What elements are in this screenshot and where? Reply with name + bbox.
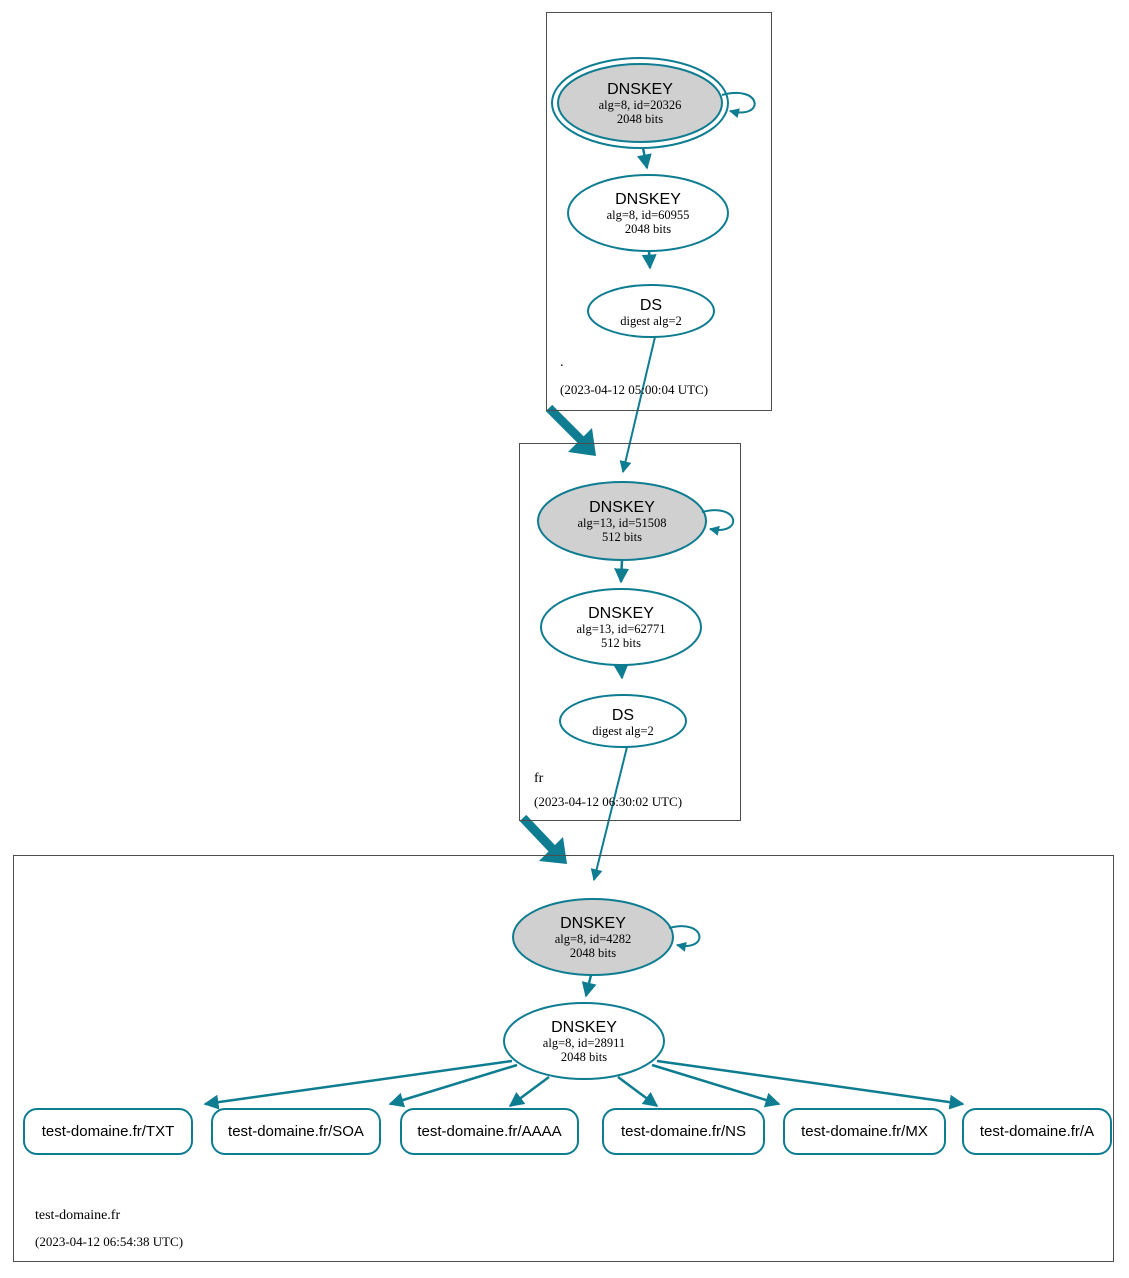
rrset-node-ns[interactable]: test-domaine.fr/NS (602, 1108, 765, 1155)
edge-td-ksk-to-zsk (581, 974, 597, 998)
node-td-zsk (503, 1002, 665, 1080)
edge-root-zsk-to-ds (641, 250, 657, 270)
edge-fr-ksk-selfsign (701, 509, 735, 536)
edge-td-zsk-to-rr-a (656, 1059, 965, 1110)
edge-td-zsk-to-rr-ns (617, 1075, 659, 1108)
edge-td-zsk-to-rr-mx (651, 1063, 781, 1108)
zone-timestamp-root: (2023-04-12 05:00:04 UTC) (560, 382, 709, 397)
node-root-zsk (567, 174, 729, 252)
edge-fr-ds-to-td-ksk (590, 746, 628, 882)
zone-timestamp-test-domaine: (2023-04-12 06:54:38 UTC) (35, 1234, 184, 1249)
edge-delegation-fr-to-test-domaine (519, 814, 567, 864)
rrset-node-soa[interactable]: test-domaine.fr/SOA (211, 1108, 381, 1155)
zone-box-root (546, 12, 772, 411)
rrset-node-a[interactable]: test-domaine.fr/A (962, 1108, 1112, 1155)
rrset-node-mx[interactable]: test-domaine.fr/MX (783, 1108, 946, 1155)
zone-name-root: . (560, 355, 564, 370)
edge-fr-ksk-to-zsk (614, 559, 630, 584)
zone-name-test-domaine: test-domaine.fr (35, 1208, 121, 1223)
edge-root-ksk-selfsign (721, 92, 756, 119)
zone-box-fr (519, 443, 741, 821)
rrset-node-txt[interactable]: test-domaine.fr/TXT (23, 1108, 193, 1155)
edge-root-ds-to-fr-ksk (619, 336, 656, 474)
zone-timestamp-fr: (2023-04-12 06:30:02 UTC) (534, 794, 683, 809)
zone-name-fr: fr (534, 771, 544, 786)
node-root-ds-for-fr (587, 284, 715, 338)
rrset-node-aaaa[interactable]: test-domaine.fr/AAAA (400, 1108, 579, 1155)
edge-delegation-root-to-fr (545, 404, 596, 456)
edge-fr-zsk-to-ds (613, 663, 629, 680)
edge-root-ksk-to-zsk (636, 147, 652, 170)
edge-td-zsk-to-rr-aaaa (508, 1075, 550, 1108)
edge-td-ksk-selfsign (668, 925, 701, 952)
zone-box-test-domaine (13, 855, 1114, 1262)
node-fr-ds-for-test-domaine (559, 694, 687, 748)
node-td-ksk (512, 898, 674, 976)
edge-td-zsk-to-rr-soa (388, 1063, 518, 1108)
edge-td-zsk-to-rr-txt (203, 1059, 513, 1110)
node-root-ksk (551, 57, 729, 149)
